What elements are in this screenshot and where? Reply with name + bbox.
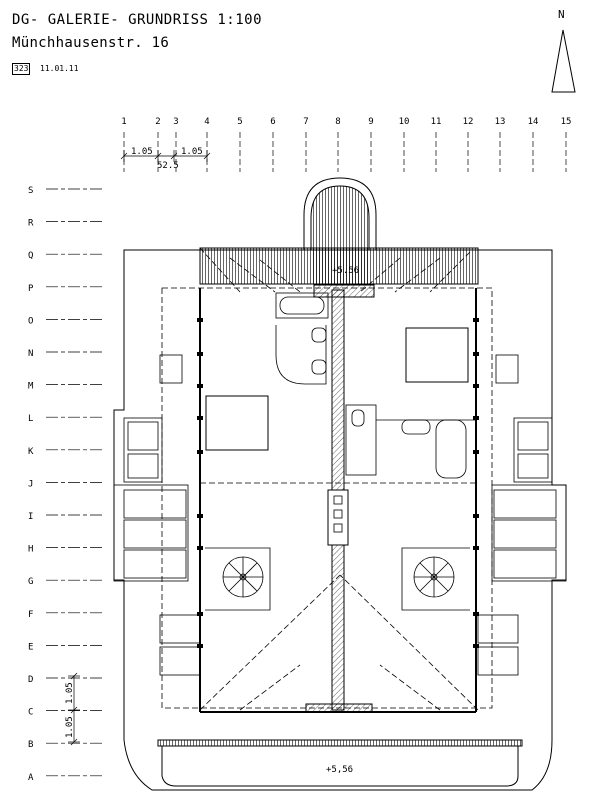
column-axis-label: 12 (463, 117, 474, 127)
wall-markers (197, 318, 479, 648)
column-axis-label: 14 (528, 117, 539, 127)
column-axis-label: 15 (561, 117, 572, 127)
drawing-title: DG- GALERIE- GRUNDRISS 1:100 (12, 12, 263, 28)
level-upper: +5.56 (332, 266, 359, 276)
column-axis-label: 7 (303, 117, 308, 127)
row-axis-label: N (28, 349, 33, 359)
sheet-number: 323 (12, 63, 31, 75)
dim-top-left: 1.05 (131, 147, 153, 157)
row-axis-label: G (28, 577, 33, 587)
top-dimension-chain (120, 150, 211, 162)
roof-slope-lines (161, 247, 493, 711)
bay-window (303, 177, 377, 250)
column-axis-label: 9 (368, 117, 373, 127)
row-axis-label: O (28, 316, 33, 326)
column-axis-label: 8 (335, 117, 340, 127)
bathroom-fixtures (275, 292, 476, 479)
column-axis-label: 1 (121, 117, 126, 127)
column-axis-label: 11 (431, 117, 442, 127)
bed-left (205, 395, 269, 451)
central-core (305, 284, 375, 713)
row-axis-label: Q (28, 251, 33, 261)
dim-top-mid: 52.5 (157, 161, 179, 171)
side-dimension-chain (68, 672, 80, 746)
row-axis-label: D (28, 675, 33, 685)
address-label: Münchhausenstr. 16 (12, 35, 170, 51)
level-lower: +5,56 (326, 765, 353, 775)
bed-right (405, 327, 469, 383)
row-axis-label: C (28, 708, 33, 718)
balcony (157, 739, 523, 787)
row-axis-label: J (28, 479, 33, 489)
row-axis-label: S (28, 186, 33, 196)
spiral-stair-left (205, 547, 271, 611)
column-axis-label: 2 (155, 117, 160, 127)
column-axis-label: 13 (495, 117, 506, 127)
row-axis-label: P (28, 284, 34, 294)
dim-top-right: 1.05 (181, 147, 203, 157)
row-axis-label: E (28, 642, 33, 652)
dormers-right (477, 354, 567, 676)
north-arrow-icon (551, 29, 576, 93)
column-axis-label: 6 (270, 117, 275, 127)
drawing-date: 11.01.11 (40, 64, 79, 73)
row-axis-label: L (28, 414, 33, 424)
row-axis-label: F (28, 610, 33, 620)
dim-side-upper: 1.05 (65, 682, 75, 704)
row-axis-label: R (28, 219, 34, 229)
dim-side-lower: 1.05 (65, 716, 75, 738)
dormers-left (113, 354, 201, 676)
roof-band (199, 247, 479, 285)
north-label: N (558, 8, 565, 21)
row-axis-label: K (28, 447, 34, 457)
row-axis-label: M (28, 382, 34, 392)
row-axis-label: H (28, 545, 33, 555)
row-axis-label: B (28, 740, 33, 750)
column-axis-label: 4 (204, 117, 209, 127)
row-axis-label: I (28, 512, 33, 522)
column-axis-label: 10 (399, 117, 410, 127)
column-axis-label: 3 (173, 117, 178, 127)
row-axis-label: A (28, 773, 34, 783)
column-axis-label: 5 (237, 117, 242, 127)
row-axes: S R Q P O N M L K J I H G F E D C B A (28, 186, 104, 783)
spiral-stair-right (401, 547, 470, 611)
